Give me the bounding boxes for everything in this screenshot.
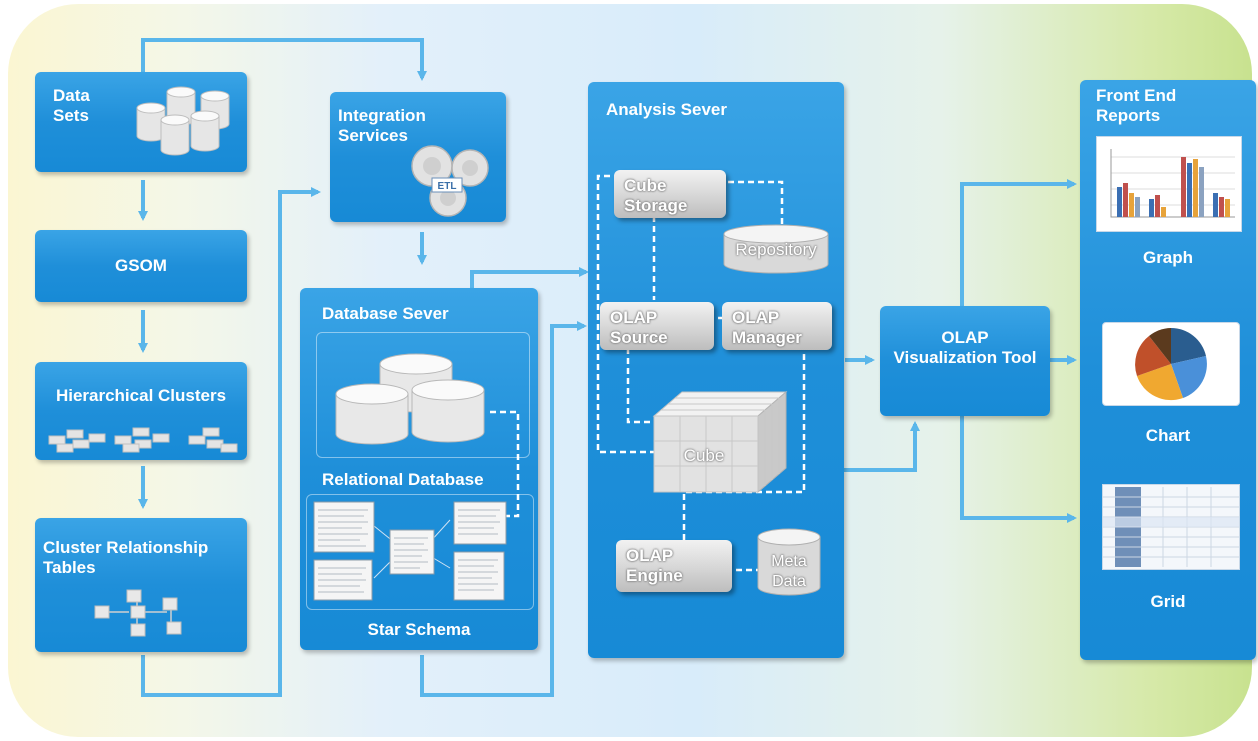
hierarchical-clusters-box: Hierarchical Clusters [35, 362, 247, 460]
integration-services-label: Integration Services [338, 106, 426, 145]
olap-engine-component: OLAP Engine [616, 540, 732, 592]
gsom-box: GSOM [35, 230, 247, 302]
database-server-inner-frame [316, 332, 530, 458]
olap-manager-component: OLAP Manager [722, 302, 832, 350]
integration-services-box: Integration Services ETL [330, 92, 506, 222]
grid-label: Grid [1150, 592, 1186, 611]
cube-storage-label: Cube Storage [624, 176, 688, 215]
chart-thumbnail [1102, 322, 1240, 406]
analysis-server-box: Analysis Sever Cube Storage Repository O… [588, 82, 844, 658]
relational-database-label: Relational Database [322, 470, 484, 489]
front-end-reports-label: Front End Reports [1096, 86, 1177, 125]
meta-data-label: Meta Data [771, 553, 807, 590]
analysis-server-label: Analysis Sever [606, 100, 727, 119]
olap-manager-label: OLAP Manager [732, 308, 802, 347]
grid-thumbnail [1102, 484, 1240, 570]
star-schema-frame [306, 494, 534, 610]
cluster-relationship-tables-label: Cluster Relationship Tables [43, 538, 209, 577]
star-schema-label: Star Schema [367, 620, 471, 639]
bar-graph-icon [1110, 149, 1235, 218]
database-server-box: Database Sever Relational Database [300, 288, 538, 650]
olap-source-label: OLAP Source [610, 308, 668, 347]
olap-visualization-tool-box: OLAP Visualization Tool [880, 306, 1050, 416]
etl-label: ETL [438, 181, 457, 192]
hierarchical-clusters-label: Hierarchical Clusters [55, 386, 227, 405]
repository-cylinder [723, 224, 829, 274]
data-sets-box: Data Sets [35, 72, 247, 172]
pie-chart-icon [1135, 328, 1207, 401]
graph-thumbnail [1096, 136, 1242, 232]
relationship-tree-icon [94, 589, 182, 637]
cube-storage-component: Cube Storage [614, 170, 726, 218]
cluster-blocks-icon [48, 427, 238, 453]
data-grid-icon [1103, 485, 1239, 569]
data-sets-label: Data Sets [53, 86, 90, 125]
meta-data-cylinder [757, 528, 821, 596]
gsom-label: GSOM [115, 256, 167, 275]
chart-label: Chart [1145, 426, 1191, 445]
front-end-reports-box: Front End Reports Graph [1080, 80, 1256, 660]
cube-icon [652, 390, 788, 494]
cube-label: Cube [683, 446, 725, 465]
star-schema-tables-icon [313, 501, 507, 601]
repository-label: Repository [735, 240, 817, 259]
cluster-relationship-tables-box: Cluster Relationship Tables [35, 518, 247, 652]
database-cylinders-icon [136, 86, 230, 156]
database-server-label: Database Sever [322, 304, 449, 323]
etl-gears-icon: ETL [411, 145, 489, 217]
olap-visualization-tool-label: OLAP Visualization Tool [893, 328, 1037, 367]
database-server-cylinders-icon [335, 353, 485, 445]
olap-source-component: OLAP Source [600, 302, 714, 350]
olap-engine-label: OLAP Engine [626, 546, 683, 585]
graph-label: Graph [1142, 248, 1194, 267]
